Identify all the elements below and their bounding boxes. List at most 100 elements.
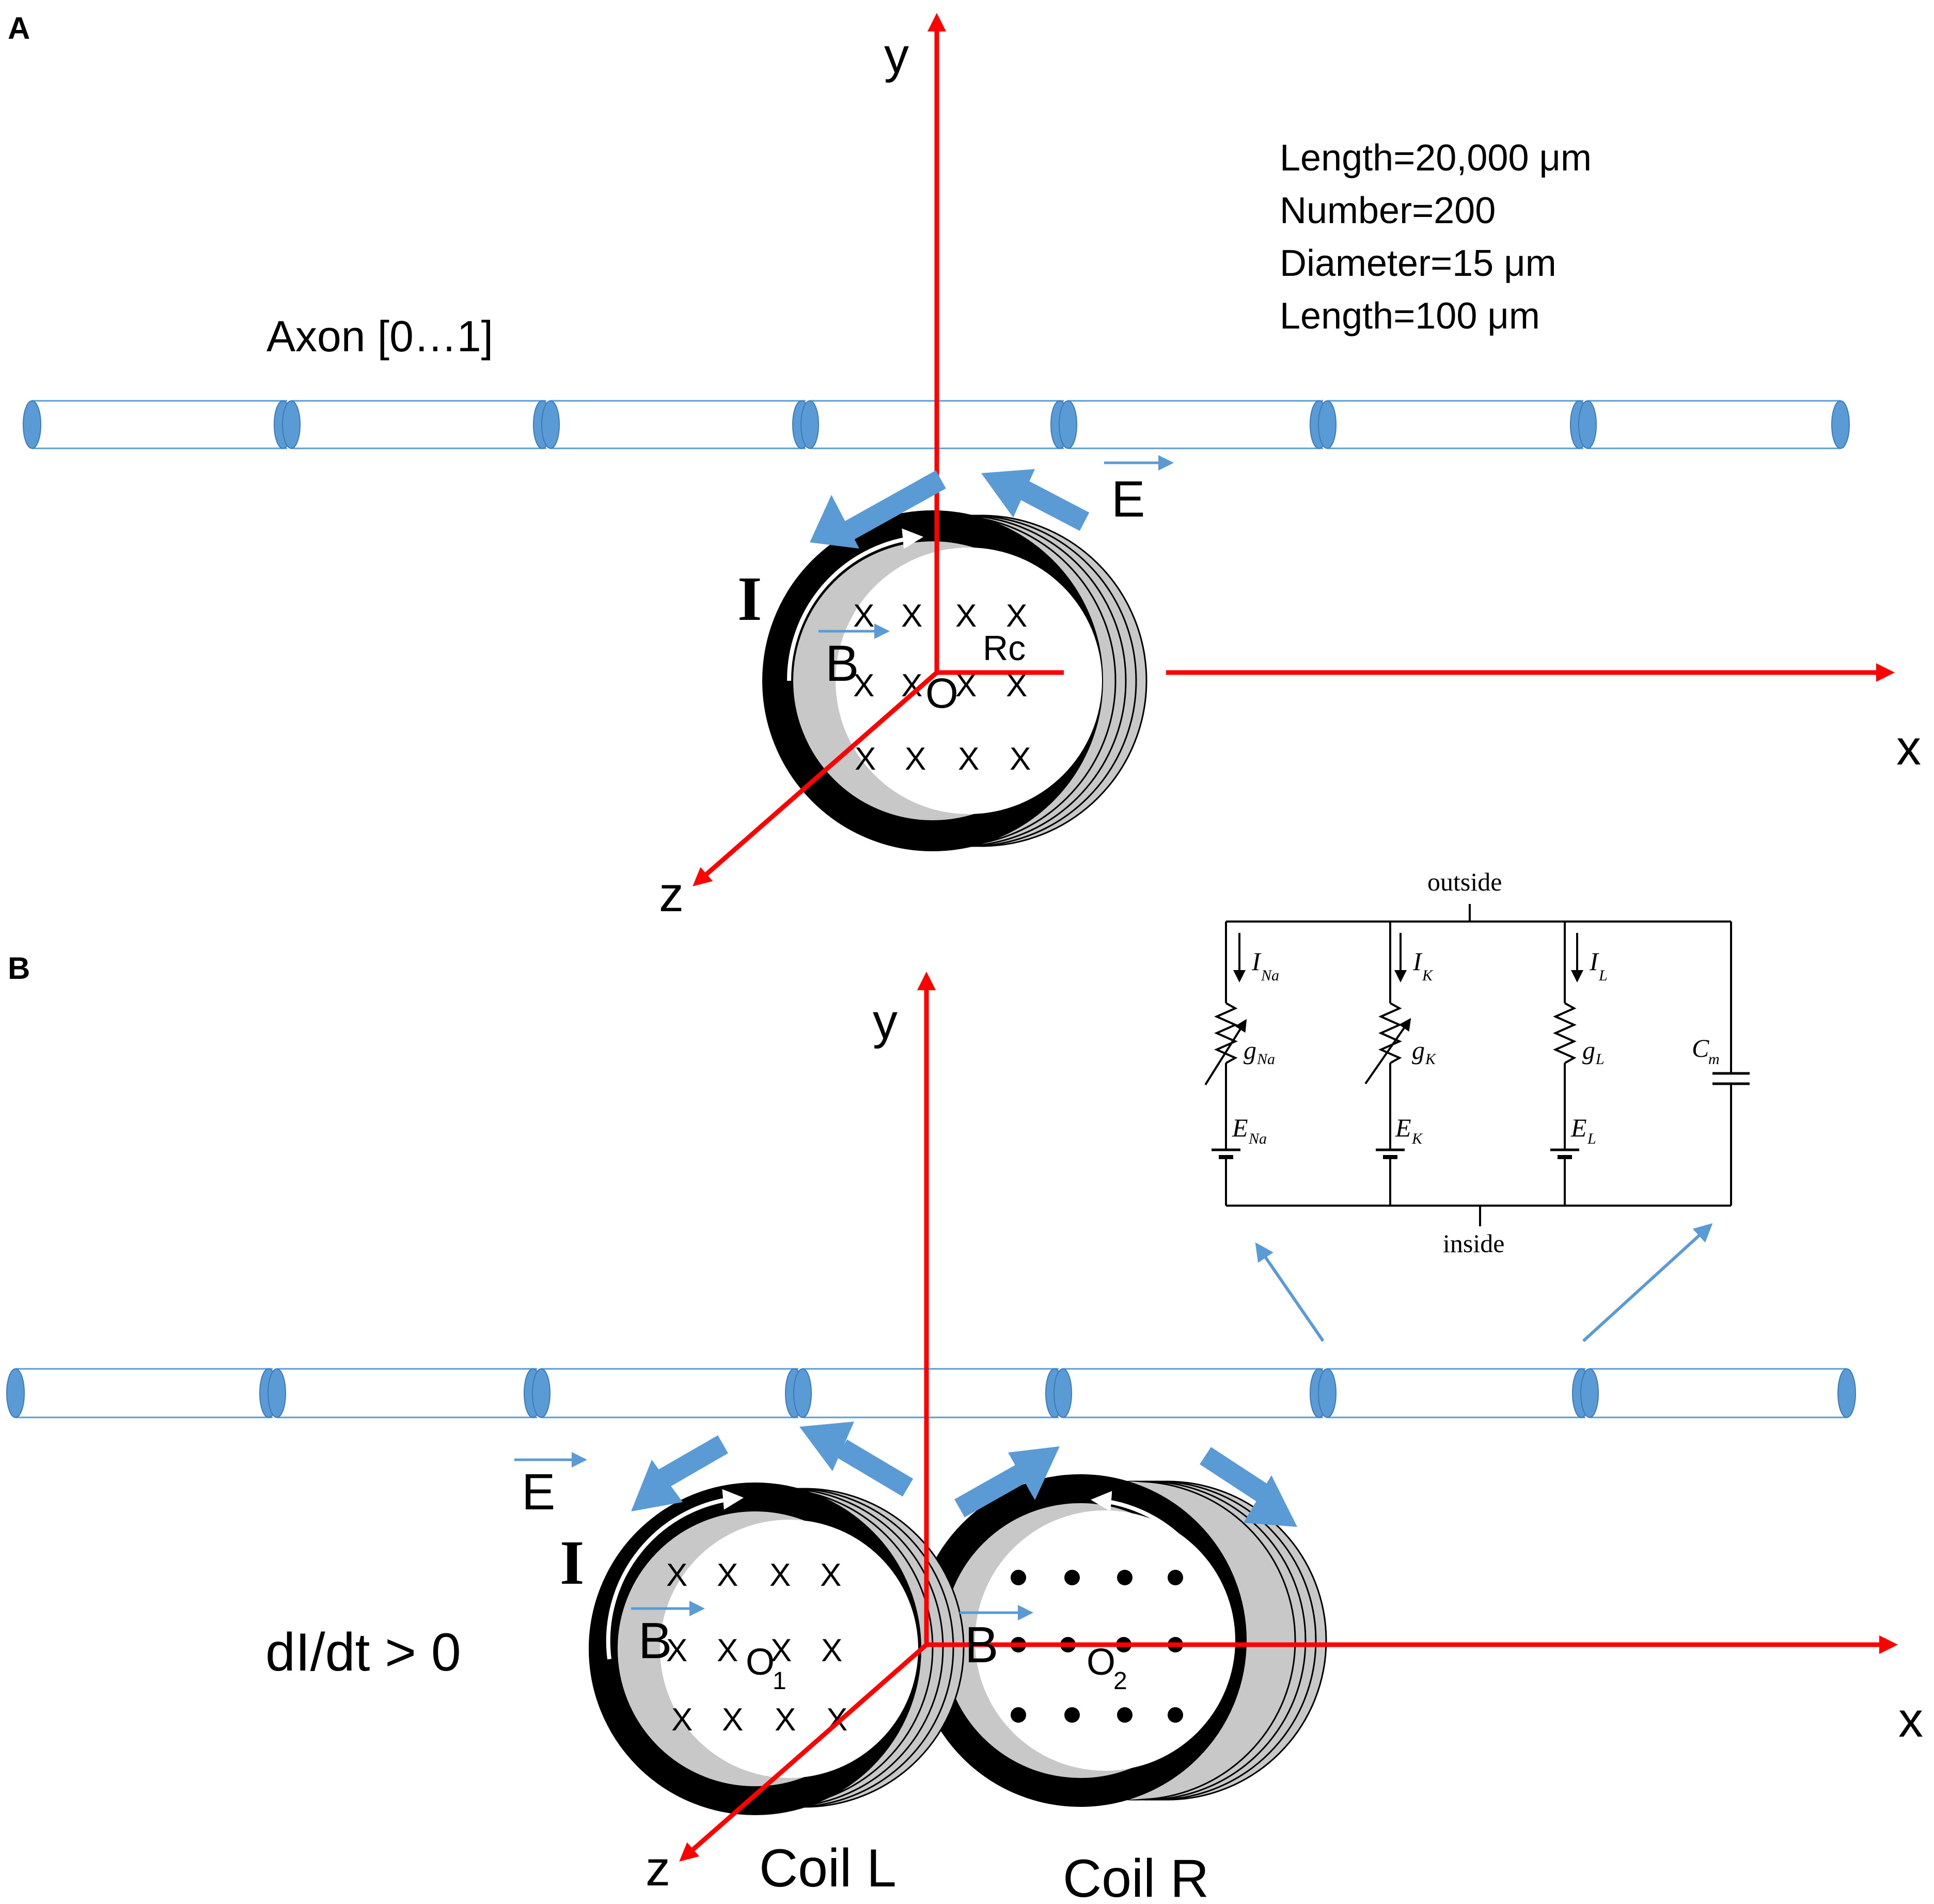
axon-node (1578, 400, 1597, 449)
coil-left-inner (660, 1520, 918, 1778)
axon-segment (1063, 1368, 1323, 1418)
axon-node (282, 400, 301, 449)
circuit-inside-label: inside (1443, 1229, 1504, 1258)
current-k-subscript: K (1422, 967, 1434, 984)
axon-node (793, 1368, 812, 1418)
current-na-symbol: I (1251, 947, 1262, 976)
didt-label: dI/dt > 0 (265, 1622, 461, 1682)
param-segment-length: Length=100 μm (1280, 295, 1540, 337)
circuit-branch-l: I L g L E L (1550, 922, 1608, 1206)
axon-segment (551, 400, 806, 449)
axon-node (268, 1368, 286, 1418)
coil-left-current-arrow (606, 1489, 744, 1660)
field-out-of-page-dot (1168, 1570, 1183, 1585)
axes-a: y x z (659, 13, 1921, 922)
emf-na-symbol: E (1232, 1113, 1248, 1142)
circuit-frame (1226, 904, 1732, 1226)
field-into-page-symbol: X (955, 598, 977, 634)
field-out-of-page-dot (1117, 1707, 1133, 1723)
field-into-page-symbol: X (855, 741, 876, 777)
induced-e-arrowhead (1008, 1446, 1060, 1500)
conductance-label-l: g L (1582, 1036, 1605, 1068)
field-out-of-page-dot (1117, 1570, 1133, 1585)
y-axis-label-a: y (884, 28, 909, 83)
induced-e-arrowhead (810, 495, 859, 549)
current-na-subscript: Na (1261, 967, 1279, 984)
axes-b: y x z (646, 972, 1923, 1896)
field-out-of-page-dot (1064, 1707, 1080, 1723)
panel-b: B (6, 867, 1923, 1904)
coil-left (589, 1482, 965, 1815)
current-label-a: I (737, 564, 762, 634)
induced-e-arrowhead (799, 1422, 854, 1471)
axon-segment (277, 1368, 537, 1418)
field-into-page-symbol: X (671, 1702, 693, 1738)
induced-e-arrows-a (810, 469, 1090, 549)
emf-na-subscript: Na (1248, 1130, 1267, 1147)
param-total-length: Length=20,000 μm (1280, 137, 1592, 179)
capacitor-label: C m (1692, 1034, 1720, 1068)
axon-parameters: Length=20,000 μm Number=200 Diameter=15 … (1280, 137, 1592, 337)
axon-b (6, 1368, 1856, 1418)
capacitor-symbol: C (1692, 1034, 1709, 1063)
current-label-b: I (560, 1528, 584, 1598)
induced-e-arrowhead (981, 469, 1035, 518)
current-label-l: I L (1589, 947, 1608, 984)
field-into-page-symbol: X (820, 1557, 841, 1593)
b-field-label-a: B (825, 635, 859, 692)
origin-label-left: O 1 (746, 1642, 787, 1695)
conductance-l-subscript: L (1595, 1051, 1605, 1068)
current-k-symbol: I (1412, 947, 1423, 976)
radius-label: Rc (983, 629, 1026, 668)
axon-segment (32, 400, 287, 449)
circuit-outside-label: outside (1427, 867, 1502, 896)
axon-node (1059, 400, 1077, 449)
field-into-page-symbol: X (666, 1633, 687, 1668)
axon-node (532, 1368, 551, 1418)
field-into-page-symbol: X (717, 1633, 738, 1668)
axon-a (23, 400, 1850, 449)
emf-label-l: E L (1570, 1113, 1596, 1147)
axon-segment (1327, 400, 1583, 449)
axon-segment (1587, 400, 1841, 449)
field-dots-right (1011, 1570, 1183, 1723)
conductance-label-k: g K (1412, 1036, 1437, 1068)
capacitor-subscript: m (1708, 1051, 1720, 1068)
axon-segment (15, 1368, 273, 1418)
emf-label-na: E Na (1232, 1113, 1267, 1147)
field-into-page-symbol: X (853, 668, 874, 704)
panel-a-letter: A (8, 11, 30, 45)
param-segment-number: Number=200 (1280, 190, 1496, 231)
coil-right-current-arrow (1091, 1491, 1228, 1641)
panel-b-letter: B (8, 951, 30, 986)
circuit-callout-arrow-right (1582, 1223, 1713, 1343)
circuit-callout-arrow-left (1255, 1242, 1325, 1342)
origin-right-main: O (1087, 1642, 1115, 1683)
induced-e-arrowhead (1244, 1475, 1297, 1527)
origin-label-right: O 2 (1087, 1642, 1127, 1695)
e-field-label-a: E (1111, 471, 1145, 527)
axon-node (1831, 400, 1850, 449)
field-into-page-symbol: X (666, 1557, 687, 1593)
z-axis-label-a: z (659, 867, 684, 922)
field-into-page-symbol: X (905, 741, 926, 777)
axon-segment (1590, 1368, 1847, 1418)
field-crosses-left: X X X X X X X X X X X X (666, 1557, 847, 1738)
param-diameter: Diameter=15 μm (1280, 243, 1556, 284)
axon-node (6, 1368, 25, 1418)
coil-a-current-arrow (787, 528, 923, 681)
panel-a: A Axon [0…1] Length=20,000 μm Number=200… (8, 11, 1921, 922)
origin-label-a: O (925, 670, 958, 717)
axon-node (1580, 1368, 1599, 1418)
field-into-page-symbol: X (821, 1633, 842, 1668)
x-axis-label-a: x (1896, 720, 1921, 775)
z-axis-a (693, 670, 938, 886)
field-out-of-page-dot (1064, 1570, 1080, 1585)
origin-right-subscript: 2 (1113, 1667, 1127, 1695)
field-out-of-page-dot (1011, 1707, 1026, 1723)
coil-left-label: Coil L (759, 1838, 897, 1898)
field-into-page-symbol: X (853, 598, 874, 634)
field-into-page-symbol: X (722, 1702, 743, 1738)
conductance-na-subscript: Na (1256, 1051, 1275, 1068)
